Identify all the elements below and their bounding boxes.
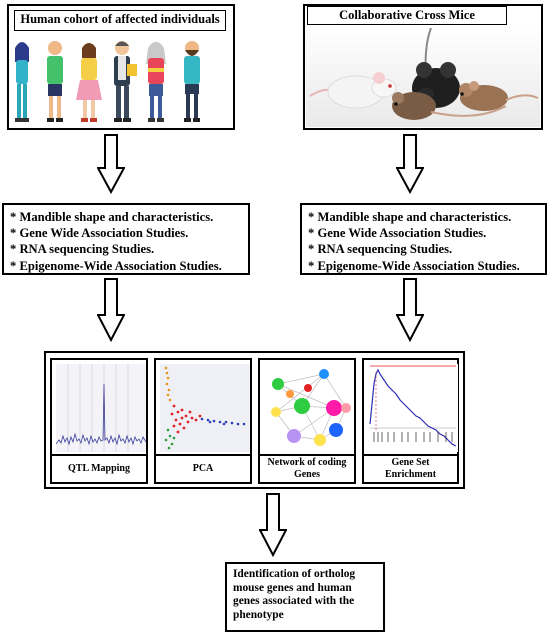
down-arrow-icon	[396, 134, 424, 194]
person-figure	[146, 42, 166, 122]
analysis-label: Gene Set Enrichment	[364, 454, 457, 482]
result-box: Identification of ortholog mouse genes a…	[225, 562, 385, 632]
network-panel: Network of coding Genes	[258, 358, 356, 484]
result-text: Identification of ortholog mouse genes a…	[233, 568, 356, 621]
white-mouse-icon	[309, 72, 397, 109]
person-figure	[76, 43, 102, 122]
pca-panel: PCA	[154, 358, 252, 484]
study-item: * Mandible shape and characteristics.	[10, 210, 214, 224]
gsea-panel: Gene Set Enrichment	[362, 358, 459, 484]
human-cohort-illustration	[15, 41, 200, 122]
person-figure	[184, 41, 200, 122]
human-cohort-title: Human cohort of affected individuals	[14, 10, 226, 31]
person-figure	[114, 41, 137, 122]
study-item: * Epigenome-Wide Association Studies.	[10, 258, 222, 273]
down-arrow-icon	[97, 278, 125, 342]
study-item: * RNA sequencing Studies.	[10, 242, 155, 257]
qtl-mapping-panel: QTL Mapping	[50, 358, 148, 484]
study-item: * Epigenome-Wide Association Studies.	[308, 258, 520, 273]
agouti-mouse-icon	[459, 81, 539, 111]
mice-title: Collaborative Cross Mice	[307, 6, 507, 25]
study-item: * Mandible shape and characteristics.	[308, 210, 512, 224]
person-figure	[47, 41, 63, 122]
study-item: * RNA sequencing Studies.	[308, 242, 453, 257]
human-studies-list: * Mandible shape and characteristics. * …	[2, 203, 250, 275]
down-arrow-icon	[97, 134, 125, 194]
analysis-label: Network of coding Genes	[260, 454, 354, 482]
gsea-plot	[368, 364, 458, 452]
mice-studies-list: * Mandible shape and characteristics. * …	[300, 203, 547, 275]
mice-photo	[306, 26, 540, 127]
network-plot	[264, 364, 354, 452]
pca-plot	[160, 364, 250, 452]
brown-mouse-icon	[392, 92, 507, 120]
study-item: * Gene Wide Association Studies.	[308, 226, 487, 241]
analysis-label: QTL Mapping	[52, 454, 146, 482]
qtl-mapping-plot	[56, 364, 146, 452]
analysis-label: PCA	[156, 454, 250, 482]
person-figure	[15, 42, 29, 122]
down-arrow-icon	[396, 278, 424, 342]
down-arrow-icon	[259, 493, 287, 557]
study-item: * Gene Wide Association Studies.	[10, 226, 189, 241]
